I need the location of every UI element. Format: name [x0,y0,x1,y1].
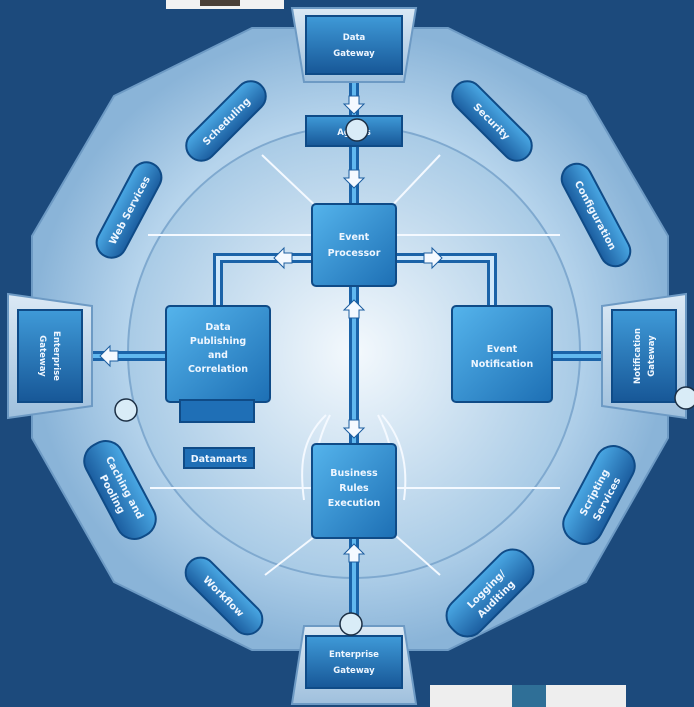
left-gateway-label-1: Enterprise [51,331,61,381]
marker-left[interactable] [114,398,138,422]
bottom-gateway-label-1: Enterprise [329,650,379,660]
event-notification-label-2: Notification [471,359,534,370]
service-pills: Scheduling Security Web Services Configu… [83,80,636,638]
data-publishing-box: Data Publishing and Correlation [165,305,271,403]
business-rules-box: Business Rules Execution [311,443,397,539]
bottom-partial-image-accent [512,685,546,707]
left-enterprise-gateway: Enterprise Gateway [7,292,93,420]
right-gateway-label-1: Notification [633,328,643,384]
data-publishing-label-4: Correlation [188,364,248,375]
right-notification-gateway: Notification Gateway [601,292,687,420]
data-publishing-label-3: and [208,350,228,361]
business-rules-label-1: Business [330,468,378,479]
business-rules-label-2: Rules [339,483,369,494]
marker-bottom[interactable] [339,612,363,636]
pill-configuration: Configuration [560,162,632,268]
top-gateway-label-2: Gateway [333,49,375,59]
marker-right[interactable] [674,386,694,410]
event-processor-box: Event Processor [311,203,397,287]
event-processor-label-2: Processor [328,248,381,259]
data-publishing-label-2: Publishing [190,336,246,347]
marker-circles [114,118,694,636]
marker-top[interactable] [345,118,369,142]
left-gateway-label-2: Gateway [37,335,47,377]
top-gateway-label-1: Data [343,33,366,43]
event-notification-box: Event Notification [451,305,553,403]
event-notification-label-1: Event [487,344,518,355]
event-processor-label-1: Event [339,232,370,243]
data-publishing-label-1: Data [205,322,230,333]
business-rules-label-3: Execution [328,498,381,509]
bottom-enterprise-gateway: Enterprise Gateway [290,625,418,705]
top-data-gateway: Data Gateway [290,7,418,83]
datamarts-box: Datamarts [179,399,255,469]
bottom-gateway-label-2: Gateway [333,666,375,676]
datamarts-label: Datamarts [191,454,248,465]
right-gateway-label-2: Gateway [647,335,657,377]
top-partial-image-dark [200,0,240,6]
